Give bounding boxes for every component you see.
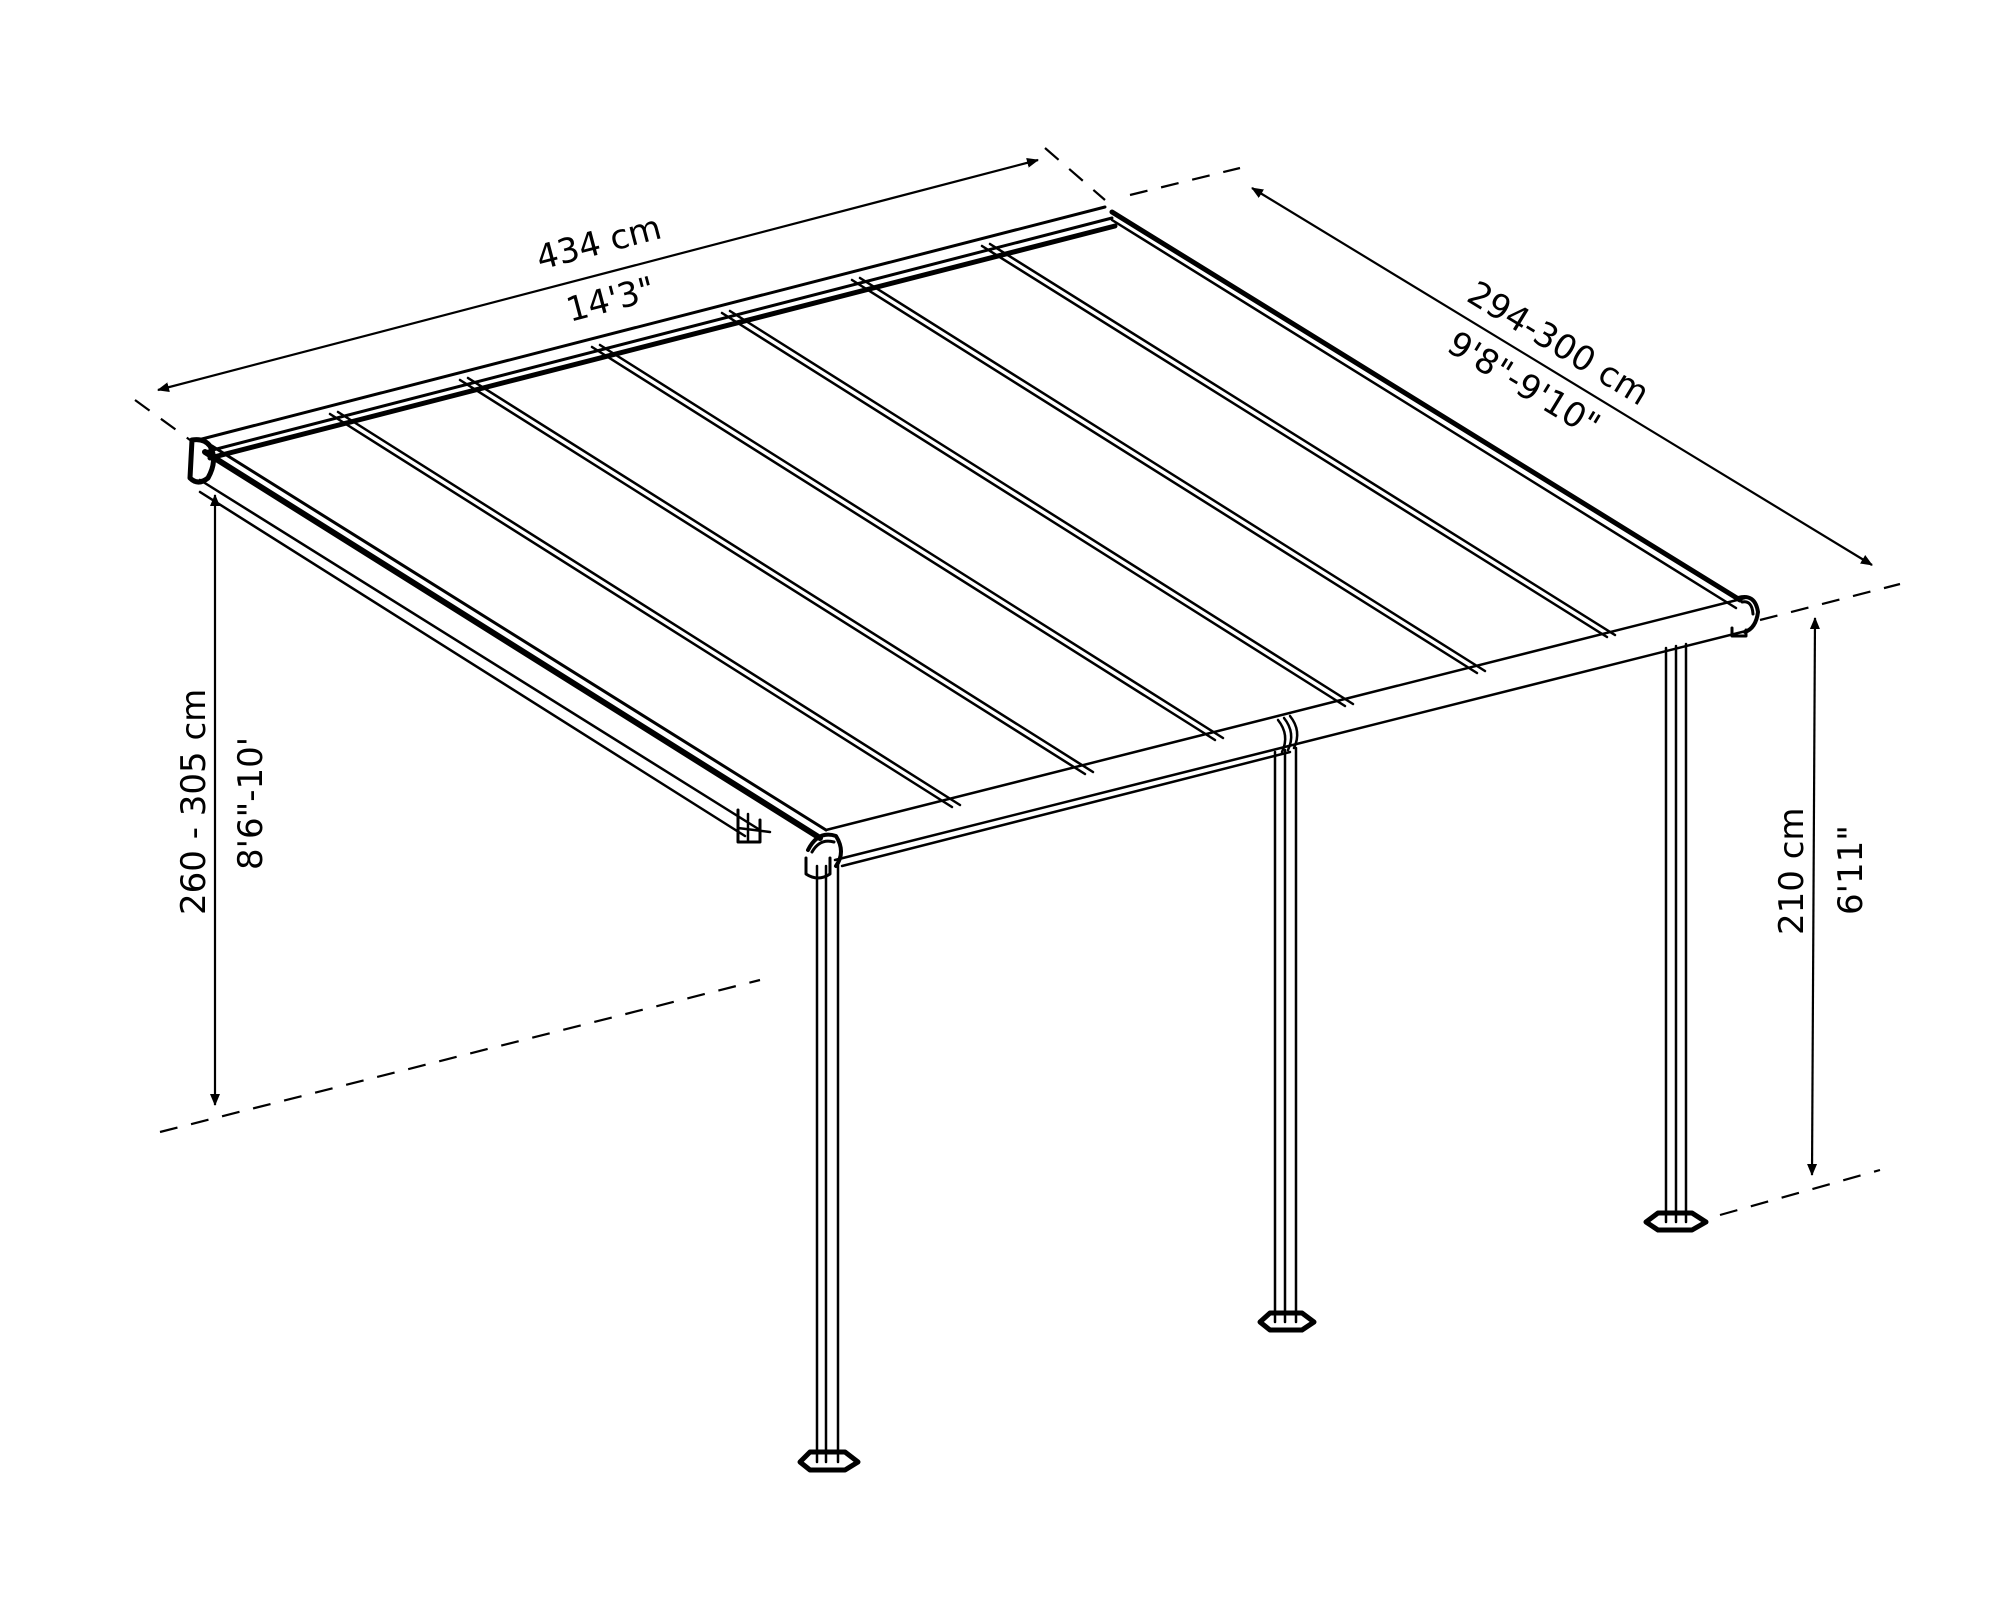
posts [797, 642, 1709, 1473]
dimension-wall-height: 260 - 305 cm 8'6"-10' [174, 494, 271, 1106]
dimension-width: 434 cm 14'3" [157, 157, 1039, 393]
width-metric-label: 434 cm [532, 208, 666, 279]
wall-beam-end-cap [187, 437, 216, 485]
dimension-depth: 294-300 cm 9'8"-9'10" [1251, 187, 1873, 566]
post-height-metric-label: 210 cm [1772, 807, 1812, 935]
post-middle [1257, 746, 1317, 1333]
front-beam-connector [1276, 714, 1299, 754]
extension-lines [134, 147, 1901, 1217]
post-right [1643, 642, 1709, 1233]
dimension-post-height: 210 cm 6'11" [1772, 617, 1871, 1176]
post-height-imperial-label: 6'11" [1831, 825, 1871, 915]
wall-mount-bracket [736, 808, 772, 844]
post-left [797, 860, 861, 1473]
roof [187, 205, 1760, 880]
front-left-corner-cap [804, 832, 843, 880]
width-imperial-label: 14'3" [562, 269, 659, 331]
front-right-corner-cap [1730, 595, 1760, 638]
wall-height-imperial-label: 8'6"-10' [231, 737, 271, 870]
panel-dividers [328, 242, 1617, 809]
wall-height-metric-label: 260 - 305 cm [174, 689, 214, 915]
